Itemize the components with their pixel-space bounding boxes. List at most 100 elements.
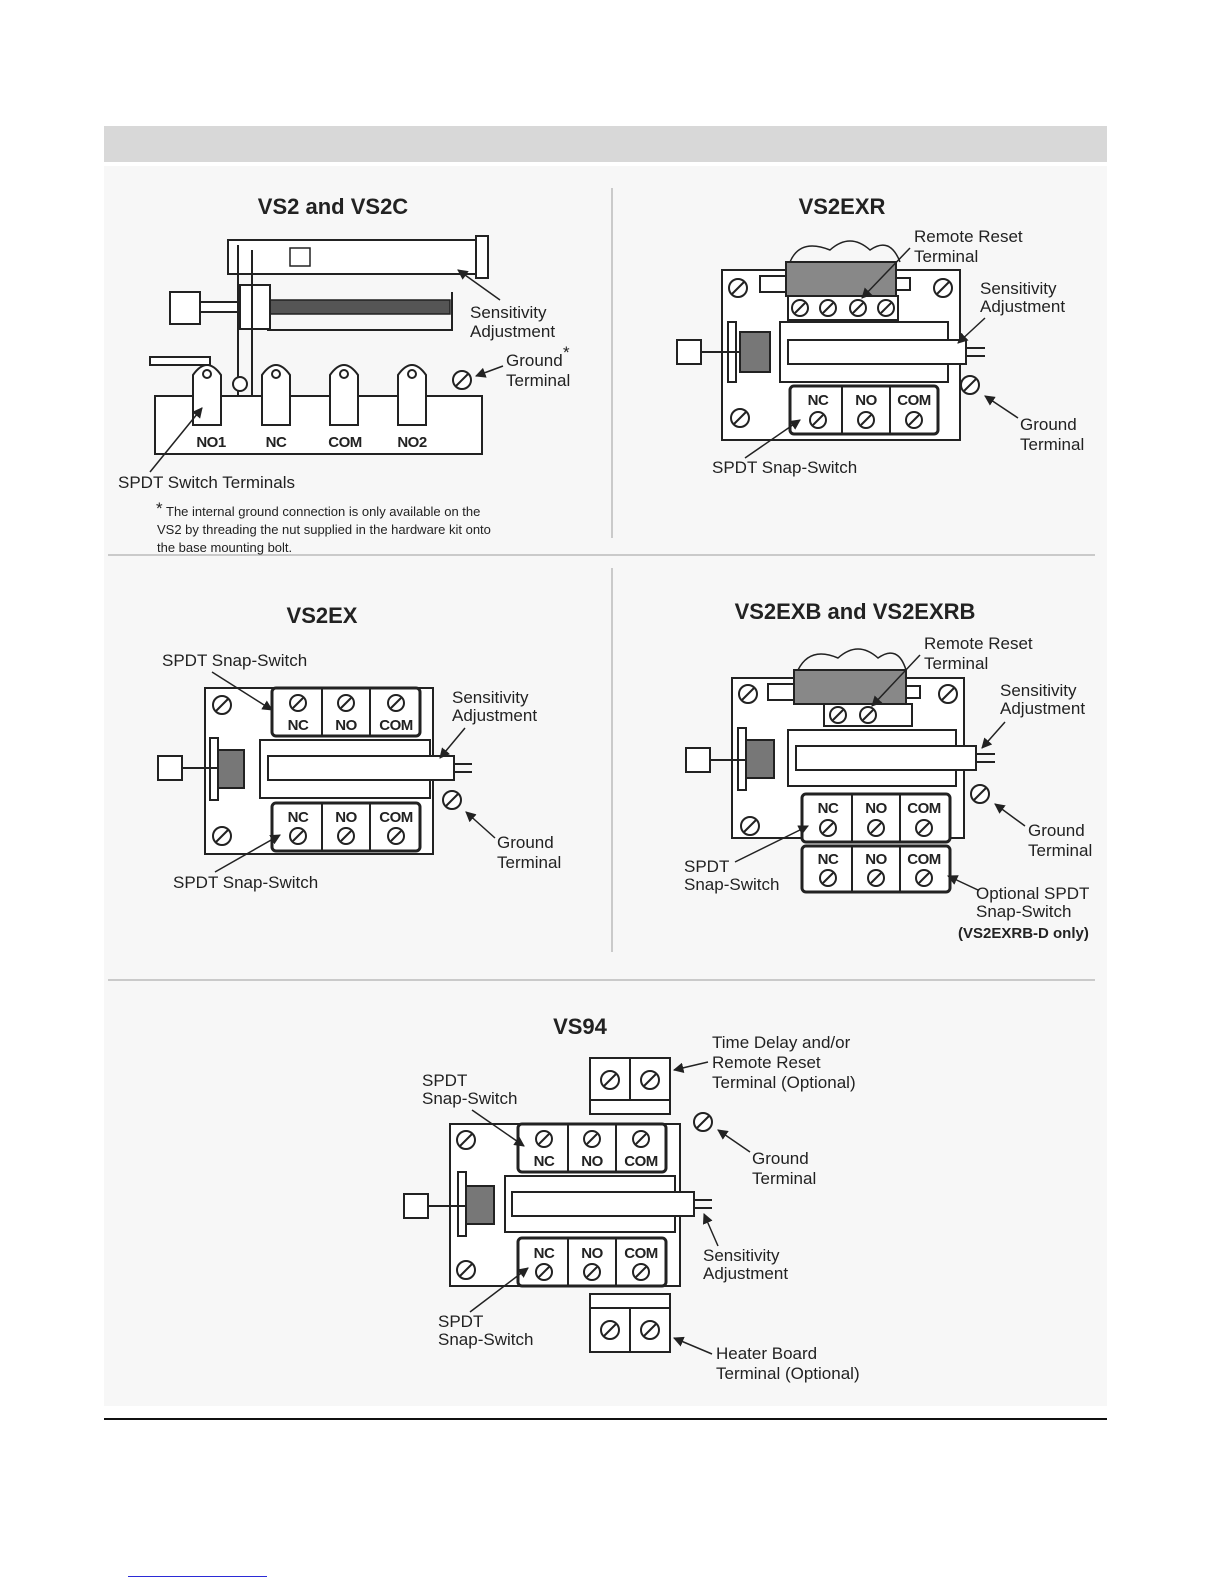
top-snap-switch (516, 1122, 668, 1174)
panel-title: VS2 and VS2C (258, 194, 409, 219)
frame-post (237, 245, 253, 396)
terminal-nc: NC (808, 392, 829, 409)
terminal-lugs (192, 364, 427, 426)
panel-title: VS2EX (287, 603, 358, 628)
spring (269, 299, 451, 315)
ground-arrow (994, 803, 1026, 827)
sensitivity-arrow (702, 1213, 719, 1247)
terminal-nc: NC (534, 1153, 555, 1170)
ground-arrow (717, 1129, 751, 1153)
bottom-snap-arrow (214, 834, 281, 873)
reset-knob (169, 291, 201, 325)
top-snap-arrow (471, 1109, 525, 1147)
top-snap-switch (270, 686, 422, 738)
panel-title: VS94 (553, 1014, 608, 1039)
coil-flange (457, 1171, 467, 1237)
snap-switch-label-2: Snap-Switch (684, 875, 779, 894)
relay-wires (789, 240, 901, 263)
terminal-com: COM (907, 851, 941, 868)
sensitivity-arrow (439, 727, 466, 759)
terminal-nc: NC (534, 1245, 555, 1262)
terminal-com: COM (624, 1245, 658, 1262)
remote-reset-label-1: Remote Reset (914, 227, 1023, 246)
panel-vs2ex: VS2EX NC NO COM NC NO COM SPDT Snap-Swit… (157, 603, 561, 892)
snap-switch-block (800, 792, 952, 844)
coil (739, 331, 771, 373)
terminal-no: NO (865, 800, 887, 817)
ground-label-2: Terminal (752, 1169, 816, 1188)
note-asterisk: * (156, 499, 163, 518)
note-line-2: VS2 by threading the nut supplied in the… (157, 522, 491, 537)
switch-terminals-label: SPDT Switch Terminals (118, 473, 295, 492)
relay-end-l (767, 683, 795, 701)
reset-button (403, 1193, 429, 1219)
terminal-no: NO (865, 851, 887, 868)
snap-switch-arrow (734, 825, 809, 863)
optional-note: (VS2EXRB-D only) (958, 925, 1089, 942)
ground-label-2: Terminal (506, 371, 570, 390)
panel-vs2exr: VS2EXR NC NO COM Remote Reset Terminal S… (676, 194, 1084, 477)
ground-screw (693, 1112, 713, 1132)
top-snap-label-2: Snap-Switch (422, 1089, 517, 1108)
ground-arrow (475, 365, 504, 378)
sensitivity-tube (787, 339, 967, 365)
ground-screw (970, 784, 990, 804)
sensitivity-label-2: Adjustment (980, 297, 1065, 316)
terminal-nc: NC (818, 851, 839, 868)
heater-label-2: Terminal (Optional) (716, 1364, 860, 1383)
terminal-no2: NO2 (397, 434, 427, 451)
sensitivity-tube (795, 745, 977, 771)
ground-asterisk: * (563, 343, 570, 362)
terminal-no1: NO1 (196, 434, 226, 451)
sensitivity-label-1: Sensitivity (1000, 681, 1077, 700)
sensitivity-cylinder (227, 239, 489, 275)
ground-screw (452, 370, 472, 390)
ground-label-2: Terminal (1028, 841, 1092, 860)
terminal-com: COM (328, 434, 362, 451)
remote-reset-arrow (861, 247, 911, 299)
sensitivity-label-1: Sensitivity (470, 303, 547, 322)
terminal-nc: NC (266, 434, 287, 451)
terminal-no: NO (335, 717, 357, 734)
reset-button (157, 755, 183, 781)
remote-reset-relay (793, 669, 907, 705)
footer-link-underline[interactable] (128, 1576, 267, 1577)
terminal-com: COM (624, 1153, 658, 1170)
sensitivity-label-1: Sensitivity (980, 279, 1057, 298)
cylinder-collar (289, 247, 311, 267)
panel-vs2exb: VS2EXB and VS2EXRB NC NO COM NC NO C (684, 599, 1092, 942)
sensitivity-arrow (457, 269, 501, 301)
remote-reset-label-1: Remote Reset (924, 634, 1033, 653)
heater-arrow (673, 1336, 713, 1355)
ground-label-1: Ground (506, 351, 563, 370)
relay-wires (797, 648, 907, 671)
cylinder-cap (475, 235, 489, 279)
panel-title: VS2EXB and VS2EXRB (735, 599, 976, 624)
terminal-nc: NC (288, 809, 309, 826)
time-delay-label-3: Terminal (Optional) (712, 1073, 856, 1092)
bottom-snap-label-2: Snap-Switch (438, 1330, 533, 1349)
sensitivity-arrow (957, 317, 986, 344)
ground-label-1: Ground (1020, 415, 1077, 434)
ground-screw (442, 790, 462, 810)
snap-switch-label: SPDT Snap-Switch (712, 458, 857, 477)
bracket-arm (149, 356, 211, 366)
reset-button (676, 339, 702, 365)
pivot (232, 376, 248, 392)
top-snap-switch-label: SPDT Snap-Switch (162, 651, 307, 670)
ground-arrow (465, 811, 496, 839)
ground-arrow (984, 395, 1019, 419)
sensitivity-label-2: Adjustment (1000, 699, 1085, 718)
terminal-com: COM (907, 800, 941, 817)
bottom-snap-arrow (469, 1267, 529, 1313)
latch-block (239, 284, 271, 330)
sensitivity-label-1: Sensitivity (703, 1246, 780, 1265)
note-line-1: The internal ground connection is only a… (166, 504, 480, 519)
ground-label-1: Ground (752, 1149, 809, 1168)
time-delay-arrow (672, 1061, 709, 1073)
optional-label-2: Snap-Switch (976, 902, 1071, 921)
sensitivity-label-2: Adjustment (703, 1264, 788, 1283)
coil (745, 739, 775, 779)
terminal-nc: NC (818, 800, 839, 817)
reset-shaft (199, 301, 241, 313)
